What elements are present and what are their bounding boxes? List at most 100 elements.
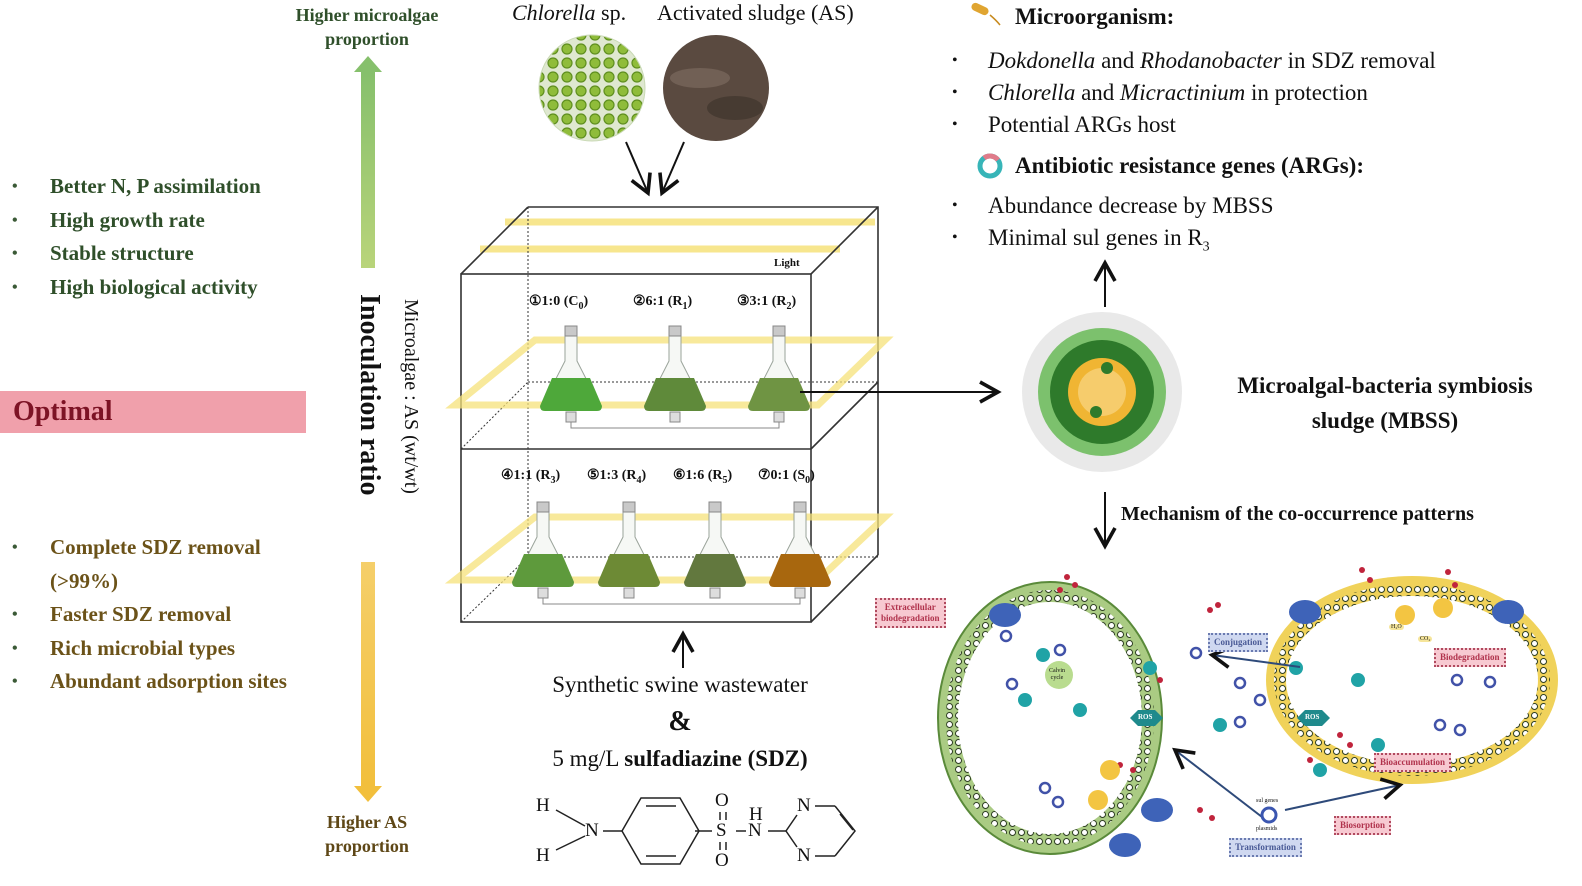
- chlorella-photo: [538, 34, 646, 142]
- bacterial-cell: [1266, 576, 1558, 784]
- flask-label: ⑥1:6 (R5): [673, 468, 733, 486]
- transformation-arrow-2: [1284, 777, 1404, 811]
- enzyme-marker: [1213, 718, 1227, 732]
- bioaccumulation-tag: Bioaccumulation: [1374, 753, 1452, 772]
- co2-label: CO₂: [1418, 636, 1433, 642]
- atom-h1: H: [536, 795, 550, 816]
- enzyme-marker: [1018, 693, 1032, 707]
- calvin-cycle-icon: [1045, 661, 1073, 689]
- plasmid-marker: [1260, 806, 1278, 824]
- optimal-highlight-bar: [0, 391, 306, 433]
- flasks-top-row: [540, 325, 810, 429]
- sdz-molecule: [1130, 767, 1136, 773]
- degrading-enzyme: [1088, 790, 1108, 810]
- arg-plasmid: [1189, 646, 1203, 660]
- as-direction-arrow: [354, 562, 382, 802]
- arg-plasmid: [999, 629, 1013, 643]
- flask-label: ③3:1 (R2): [737, 294, 797, 312]
- arg-plasmid: [1005, 677, 1019, 691]
- flask-label: ②6:1 (R1): [633, 294, 693, 312]
- sdz-molecule: [1307, 757, 1313, 763]
- flask-R3: [512, 501, 574, 599]
- sdz-molecule: [1367, 577, 1373, 583]
- sdz-molecule: [1057, 587, 1063, 593]
- list-item: •Chlorella and Micractinium in protectio…: [952, 80, 1368, 105]
- sdz-molecule: [1064, 574, 1070, 580]
- sdz-molecule: [1359, 567, 1365, 573]
- transformation-tag: Transformation: [1229, 838, 1302, 857]
- list-item: •Abundance decrease by MBSS: [952, 193, 1274, 218]
- flask-R4: [598, 501, 660, 599]
- arg-plasmid: [1253, 693, 1267, 707]
- arg-plasmid: [1233, 715, 1247, 729]
- h2o-label: H₂O: [1389, 624, 1404, 630]
- sdz-dose-label: 5 mg/L sulfadiazine (SDZ): [552, 746, 808, 771]
- sdz-molecule: [1215, 602, 1221, 608]
- atom-n1: N: [585, 820, 599, 841]
- atom-o2: O: [715, 850, 729, 871]
- arg-plasmid: [1450, 673, 1464, 687]
- biosorption-tag: Biosorption: [1334, 816, 1392, 835]
- flask-R5: [684, 501, 746, 599]
- sdz-molecule: [1337, 732, 1343, 738]
- sul-genes-label: sul genes: [1256, 798, 1279, 804]
- atom-n4: N: [797, 845, 811, 866]
- enzyme-marker: [1313, 763, 1327, 777]
- args-list: •Abundance decrease by MBSS •Minimal sul…: [950, 190, 1274, 264]
- sdz-molecule: [1445, 569, 1451, 575]
- list-item: •Minimal sul genes in R3: [952, 225, 1210, 255]
- atom-n3: N: [797, 795, 811, 816]
- enzyme-marker: [1036, 648, 1050, 662]
- list-item: •Complete SDZ removal (>99%): [12, 535, 261, 593]
- atom-s: S: [716, 820, 727, 841]
- mechanism-molecules: [999, 567, 1497, 821]
- activated-sludge-photo: [663, 35, 769, 141]
- flask-label: ④1:1 (R3): [501, 468, 561, 486]
- transformation-arrow-1: [1172, 747, 1263, 818]
- atom-h2: H: [536, 845, 550, 866]
- ampersand: &: [668, 706, 692, 737]
- arg-plasmid: [1233, 676, 1247, 690]
- optimal-label: Optimal: [13, 396, 113, 427]
- ros-marker-bacterial: [1297, 710, 1330, 726]
- sdz-molecule: [1197, 807, 1203, 813]
- mechanism-title: Mechanism of the co-occurrence patterns: [1121, 503, 1474, 525]
- conjugation-arrow: [1208, 645, 1301, 669]
- enzyme-marker: [1371, 738, 1385, 752]
- chlorella-arrow: [625, 141, 652, 197]
- enzyme-marker: [1073, 703, 1087, 717]
- bacterium-icon: [971, 2, 1001, 26]
- ratio-unit-label: Microalgae : AS (wt/wt): [400, 299, 422, 494]
- list-item: •Dokdonella and Rhodanobacter in SDZ rem…: [952, 48, 1436, 73]
- degrading-enzyme: [1433, 598, 1453, 618]
- ros-label-bacterial: ROS: [1305, 713, 1320, 721]
- list-item: •Stable structure: [12, 241, 194, 265]
- arg-plasmid: [1038, 781, 1052, 795]
- atom-o1: O: [715, 790, 729, 811]
- degrading-enzyme: [1395, 605, 1415, 625]
- flasks-bottom-row: [512, 501, 831, 605]
- ros-marker-algal: [1130, 710, 1163, 726]
- inoculation-ratio-title: Inoculation ratio: [354, 294, 385, 496]
- sdz-molecule: [1207, 607, 1213, 613]
- chlorella-label: Chlorella sp.: [512, 0, 627, 25]
- light-label: Light: [774, 257, 800, 269]
- ros-label-algal: ROS: [1138, 713, 1153, 721]
- higher-microalgae-label: Higher microalgae proportion: [295, 5, 439, 49]
- microalgae-direction-arrow: [354, 56, 382, 268]
- mbss-granule: [1022, 312, 1182, 472]
- list-item: •High biological activity: [12, 274, 258, 299]
- as-benefits-list: •Complete SDZ removal (>99%) •Faster SDZ…: [10, 531, 310, 699]
- plasmid-icon: [977, 153, 1003, 179]
- atom-n2: N: [748, 820, 762, 841]
- sdz-molecule: [1209, 815, 1215, 821]
- microorganism-list: •Dokdonella and Rhodanobacter in SDZ rem…: [950, 45, 1436, 141]
- list-item: •High growth rate: [12, 207, 205, 232]
- arg-plasmid: [1051, 795, 1065, 809]
- enzyme-marker: [1351, 673, 1365, 687]
- biodegradation-tag: Biodegradation: [1434, 648, 1506, 667]
- mbss-title: Microalgal-bacteria symbiosis sludge (MB…: [1237, 373, 1533, 433]
- flask-label: ⑦0:1 (S0): [758, 468, 815, 486]
